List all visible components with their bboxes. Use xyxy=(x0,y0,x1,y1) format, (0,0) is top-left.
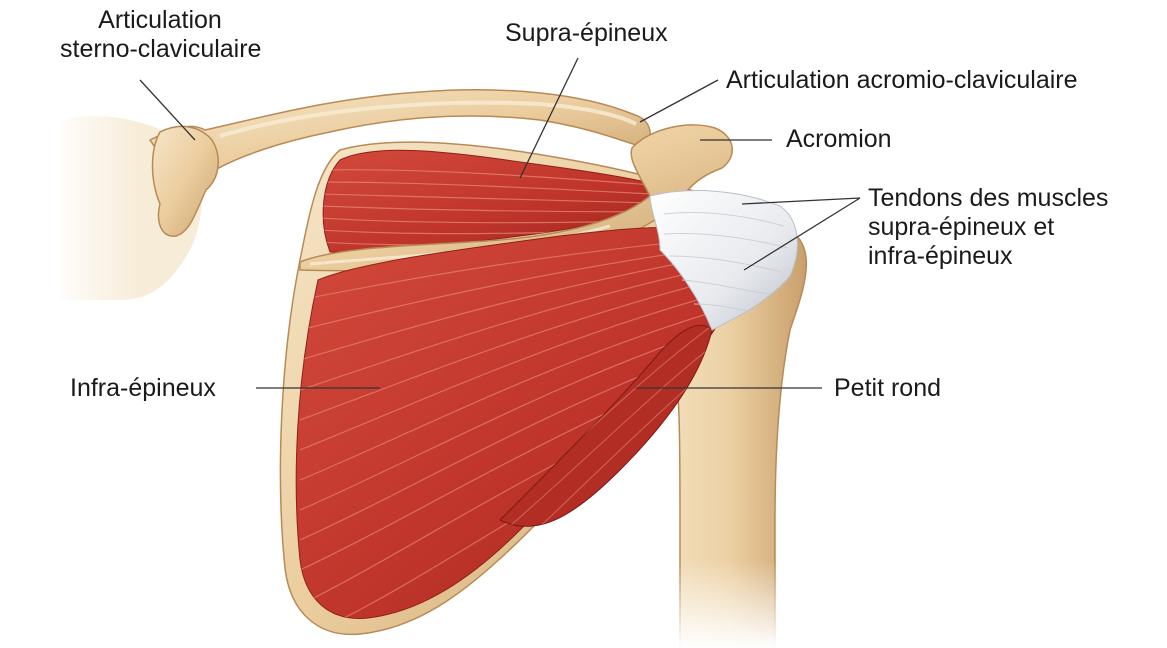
label-rotator-tendons: Tendons des muscles supra-épineux et inf… xyxy=(868,184,1108,271)
leader-acromioclavicular xyxy=(640,80,718,122)
label-acromioclavicular-joint: Articulation acromio-claviculaire xyxy=(726,66,1078,95)
label-sternoclavicular-joint: Articulation sterno-claviculaire xyxy=(60,6,260,64)
label-teres-minor: Petit rond xyxy=(834,374,941,403)
label-tendons-line1: Tendons des muscles xyxy=(868,184,1108,213)
label-supraspinatus: Supra-épineux xyxy=(505,19,668,48)
label-sternoclavicular-line2: sterno-claviculaire xyxy=(60,35,260,64)
label-tendons-line2: supra-épineux et xyxy=(868,213,1108,242)
label-acromion: Acromion xyxy=(786,125,892,154)
label-sternoclavicular-line1: Articulation xyxy=(60,6,260,35)
label-tendons-line3: infra-épineux xyxy=(868,242,1108,271)
label-infraspinatus: Infra-épineux xyxy=(70,374,216,403)
